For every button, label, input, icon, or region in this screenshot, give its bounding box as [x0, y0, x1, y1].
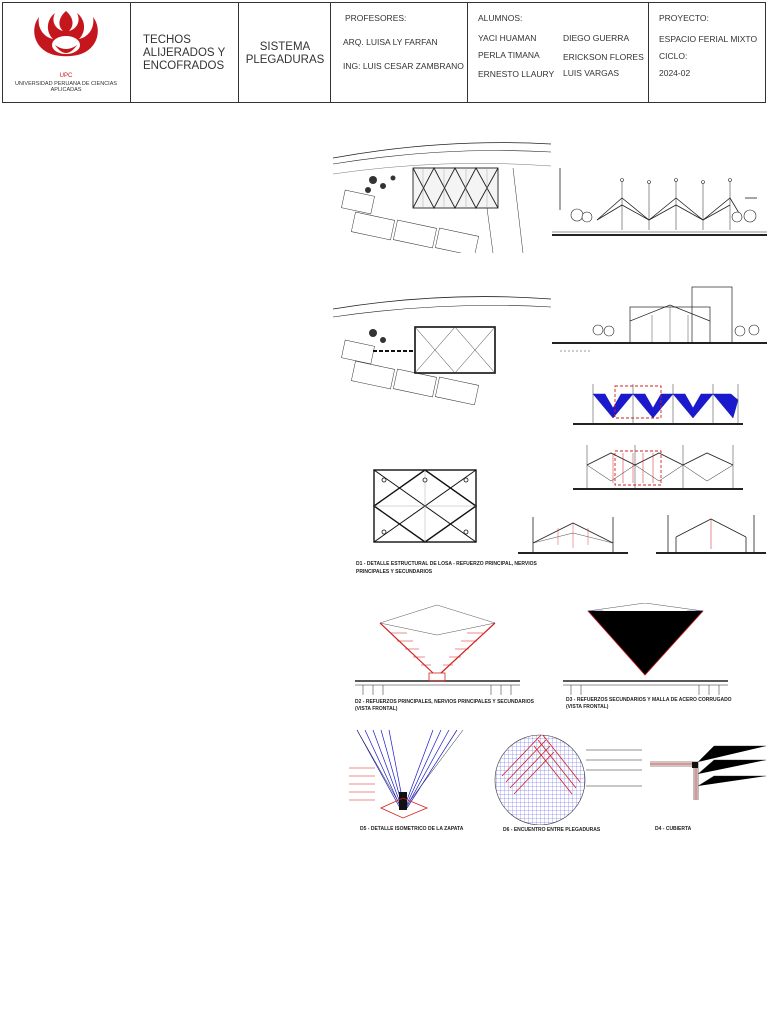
project-label: PROYECTO:: [659, 13, 709, 23]
professor-2: ING: LUIS CESAR ZAMBRANO: [343, 61, 464, 71]
d4-caption: D4 - CUBIERTA: [655, 826, 692, 832]
site-plan-structural: [333, 296, 552, 405]
students-label: ALUMNOS:: [478, 13, 523, 23]
student-5: ERNESTO LLAURY: [478, 69, 555, 79]
d3-caption-line2: (VISTA FRONTAL): [566, 704, 609, 710]
section-blue-folds: [573, 384, 743, 425]
students-cell: ALUMNOS: YACI HUAMAN DIEGO GUERRA PERLA …: [468, 3, 649, 102]
university-name: UNIVERSIDAD PERUANA DE CIENCIAS APLICADA…: [14, 81, 118, 93]
d4-roof-detail: [650, 745, 766, 800]
title-block: UPC UNIVERSIDAD PERUANA DE CIENCIAS APLI…: [2, 2, 766, 103]
professor-1: ARQ. LUISA LY FARFAN: [343, 37, 438, 47]
cycle-value: 2024-02: [659, 68, 691, 78]
logo-cell: UPC UNIVERSIDAD PERUANA DE CIENCIAS APLI…: [3, 3, 131, 102]
d6-fold-junction: [494, 734, 642, 825]
d2-rebar-front: [355, 604, 520, 695]
site-plan-top: [333, 142, 552, 253]
d2-caption-line1: D2 - REFUERZOS PRINCIPALES, NERVIOS PRIN…: [355, 699, 535, 705]
elevation-top: [552, 168, 767, 236]
d1-caption-line2: PRINCIPALES Y SECUNDARIOS: [356, 569, 433, 575]
project-cell: PROYECTO: ESPACIO FERIAL MIXTO CICLO: 20…: [649, 3, 765, 102]
elevation-building: [552, 286, 767, 352]
student-6: LUIS VARGAS: [563, 68, 620, 78]
cycle-label: CICLO:: [659, 51, 688, 61]
d1-slab-plan: [372, 469, 478, 543]
d5-footing-iso: [349, 729, 464, 819]
section-detail-left: [518, 517, 628, 554]
section-red-folds: [573, 445, 743, 490]
upc-logo-icon: [34, 11, 98, 57]
student-1: YACI HUAMAN: [478, 33, 537, 43]
project-name: ESPACIO FERIAL MIXTO: [659, 34, 758, 44]
student-2: DIEGO GUERRA: [563, 33, 630, 43]
course-title: TECHOS ALIJERADOS Y ENCOFRADOS: [143, 34, 226, 72]
professors-label: PROFESORES:: [345, 13, 407, 23]
system-title: SISTEMA PLEGADURAS: [245, 41, 325, 66]
student-4: ERICKSON FLORES: [563, 52, 644, 62]
d2-caption-line2: (VISTA FRONTAL): [355, 706, 398, 712]
course-title-cell: TECHOS ALIJERADOS Y ENCOFRADOS: [131, 3, 239, 102]
d1-caption-line1: D1 - DETALLE ESTRUCTURAL DE LOSA - REFUE…: [356, 561, 537, 567]
student-3: PERLA TIMANA: [478, 50, 540, 60]
section-detail-right: [656, 515, 766, 554]
d3-mesh-front: [563, 603, 728, 695]
system-title-cell: SISTEMA PLEGADURAS: [239, 3, 331, 102]
d6-caption: D6 - ENCUENTRO ENTRE PLEGADURAS: [503, 827, 601, 833]
logo-abbrev: UPC: [59, 73, 73, 79]
d3-caption-line1: D3 - REFUERZOS SECUNDARIOS Y MALLA DE AC…: [566, 697, 732, 703]
professors-cell: PROFESORES: ARQ. LUISA LY FARFAN ING: LU…: [331, 3, 468, 102]
d5-caption: D5 - DETALLE ISOMETRICO DE LA ZAPATA: [360, 826, 464, 832]
